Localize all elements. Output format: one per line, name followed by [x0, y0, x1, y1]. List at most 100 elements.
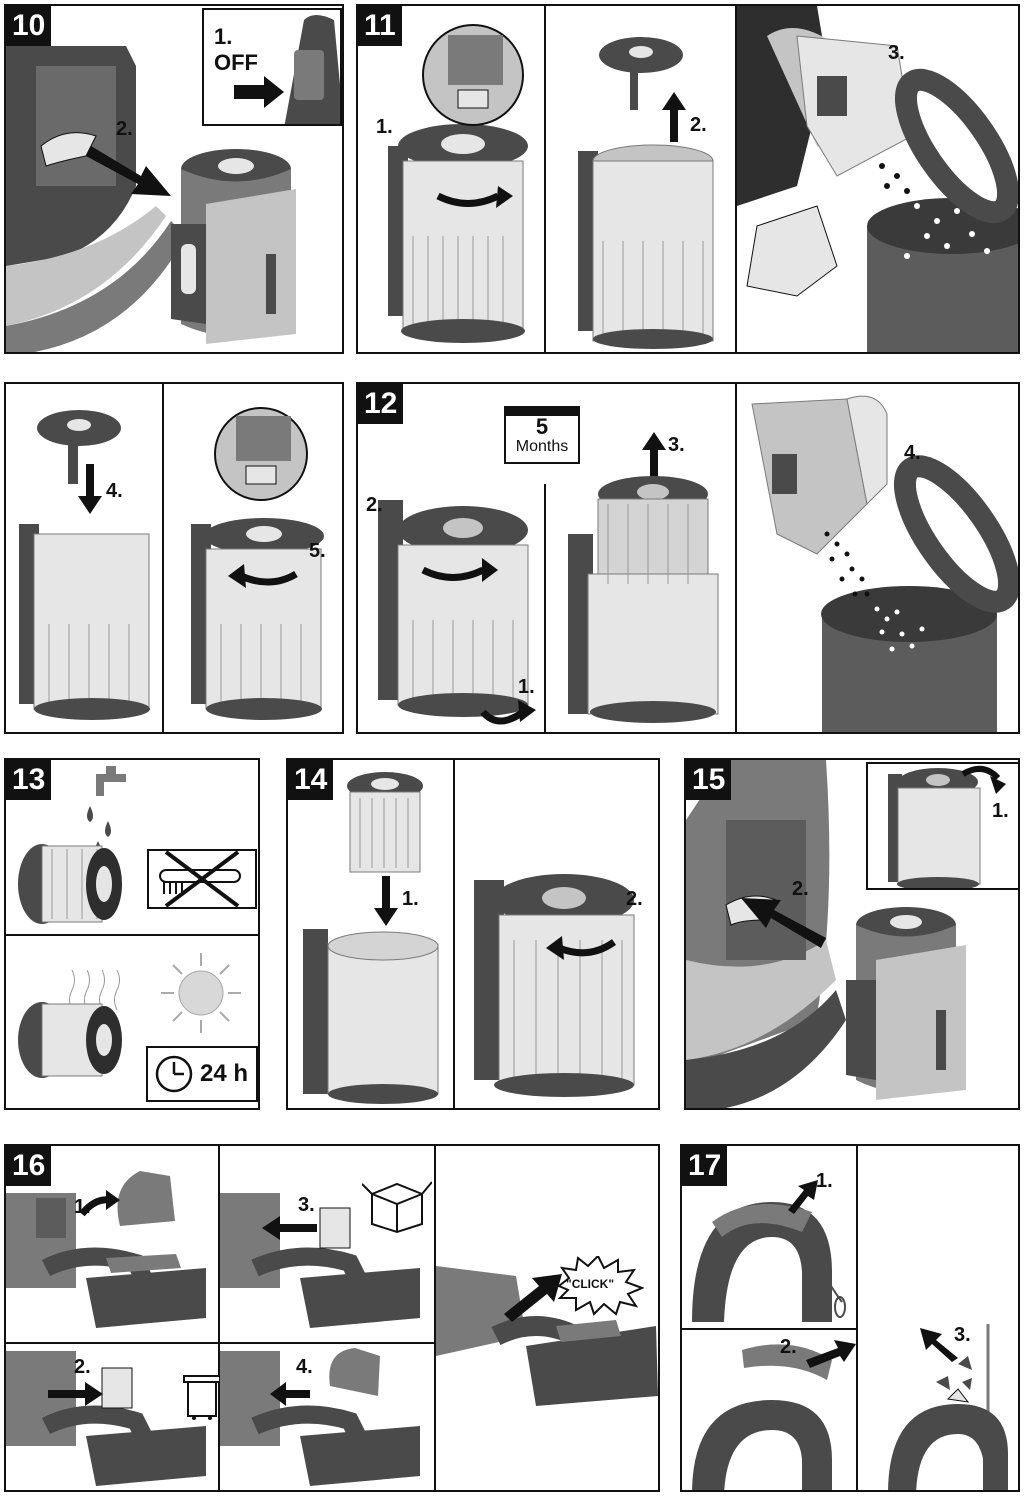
step-label: 1.	[74, 1196, 91, 1218]
arrow-icon	[788, 1180, 818, 1214]
nozzle-motor-illustration	[220, 1193, 420, 1328]
step-number-badge: 12	[358, 384, 404, 424]
panel-divider	[682, 1328, 858, 1330]
step-label: 2.	[792, 878, 809, 900]
step-label: 3.	[888, 42, 905, 64]
step-label: 2.	[74, 1356, 91, 1378]
step-label: 2.	[780, 1336, 797, 1358]
arrow-icon	[480, 700, 536, 725]
handle-parts-illustration	[888, 1324, 1008, 1490]
off-label: OFF	[214, 50, 258, 75]
panel-divider	[856, 1146, 858, 1490]
step-number-badge: 15	[686, 760, 732, 800]
step-label: 4.	[904, 442, 921, 464]
panel-divider	[218, 1146, 220, 1490]
arrow-icon	[48, 1382, 103, 1406]
filter-unit-locked-illustration	[191, 518, 324, 720]
lock-magnifier-illustration	[214, 407, 308, 501]
panel-step-14: 14 1. 2.	[286, 758, 660, 1110]
panel-divider	[453, 760, 455, 1108]
off-switch-inset: 1. OFF	[202, 8, 342, 126]
panel-divider	[162, 384, 164, 732]
drying-filter-illustration	[18, 970, 122, 1078]
trash-bin-icon	[183, 1375, 221, 1420]
vacuum-body-illustration	[6, 46, 186, 352]
dust-container-illustration	[846, 907, 966, 1100]
arrow-icon	[504, 1274, 562, 1322]
filter-unit-twist-illustration	[378, 500, 529, 717]
lock-magnifier-illustration	[422, 24, 524, 126]
step-number-badge: 11	[358, 6, 402, 46]
panel-divider	[434, 1146, 436, 1490]
empty-container-bin-illustration	[751, 395, 1018, 732]
arrow-icon	[80, 1190, 120, 1217]
panel-divider	[735, 6, 737, 352]
clock-icon	[155, 1055, 193, 1093]
panel-step-17: 17 1. 2. 3.	[680, 1144, 1020, 1492]
handle-illustration	[692, 1202, 846, 1322]
filter-unit-illustration	[388, 124, 528, 343]
filter-unit-open-illustration	[578, 144, 714, 349]
panel-divider	[6, 934, 258, 936]
duration-label: 24 h	[200, 1060, 249, 1087]
step-label: 2.	[366, 494, 383, 516]
panel-step-11: 11 1. 2.	[356, 4, 1020, 354]
sun-icon	[161, 953, 241, 1033]
step-label: 1.	[518, 676, 535, 698]
nozzle-motor-illustration	[220, 1348, 420, 1486]
click-label: "CLICK"	[566, 1277, 615, 1291]
panel-divider	[6, 1342, 436, 1344]
arrow-icon	[920, 1328, 958, 1362]
nozzle-motor-illustration	[6, 1351, 206, 1486]
duration-box: 24 h	[146, 1046, 258, 1102]
container-body-illustration	[303, 929, 439, 1104]
panel-step-11-reassemble: 4. 5.	[4, 382, 344, 734]
panel-divider	[544, 6, 546, 352]
arrow-icon	[662, 92, 686, 142]
filter-unit-lock-illustration	[474, 874, 635, 1097]
lid-illustration	[37, 410, 121, 484]
inset-step-label: 1.	[214, 24, 233, 49]
calendar-value: 5	[535, 414, 549, 439]
calendar-icon: 5 Months	[504, 406, 580, 464]
panel-step-16: 16 1. 3.	[4, 1144, 660, 1492]
step-label: 4.	[106, 480, 123, 502]
step-label: 4.	[296, 1356, 313, 1378]
dust-container-illustration	[171, 149, 296, 344]
arrow-icon	[86, 146, 171, 196]
step-label: 2.	[626, 888, 643, 910]
step-label: 2.	[690, 114, 707, 136]
box-icon	[362, 1181, 432, 1234]
step-label: 1.	[402, 888, 419, 910]
step-number-badge: 14	[288, 760, 334, 800]
arrow-icon	[262, 1216, 317, 1240]
nozzle-motor-illustration	[6, 1193, 206, 1328]
step-label: 3.	[298, 1194, 315, 1216]
step-number-badge: 16	[6, 1146, 52, 1186]
arrow-icon	[642, 432, 666, 482]
step-label: 3.	[668, 434, 685, 456]
panel-step-12: 12 5 Months 2. 1. 3.	[356, 382, 1020, 734]
step-number-badge: 17	[682, 1146, 728, 1186]
step-label: 2.	[116, 118, 133, 140]
panel-step-15: 15 2. 1.	[684, 758, 1020, 1110]
step-label: 1.	[992, 800, 1009, 822]
click-burst-icon	[557, 1256, 644, 1316]
lid-removed-illustration	[599, 37, 683, 110]
filter-unit-illustration	[19, 524, 150, 720]
wet-filter-illustration	[18, 844, 122, 924]
arrow-icon	[78, 464, 102, 514]
arrow-icon	[806, 1340, 856, 1368]
filter-cartridge-illustration	[347, 772, 423, 873]
step-number-badge: 10	[6, 6, 52, 46]
no-brush-icon	[147, 849, 257, 909]
handle-open-illustration	[692, 1344, 832, 1490]
panel-step-13: 13	[4, 758, 260, 1110]
panel-divider	[735, 384, 737, 732]
filter-unit-inset: 1.	[866, 762, 1018, 890]
panel-step-10: 10 2. 1. OFF	[4, 4, 344, 354]
step-label: 1.	[816, 1170, 833, 1192]
cover-illustration	[117, 1171, 175, 1226]
step-label: 3.	[954, 1324, 971, 1346]
panel-divider	[544, 484, 546, 732]
